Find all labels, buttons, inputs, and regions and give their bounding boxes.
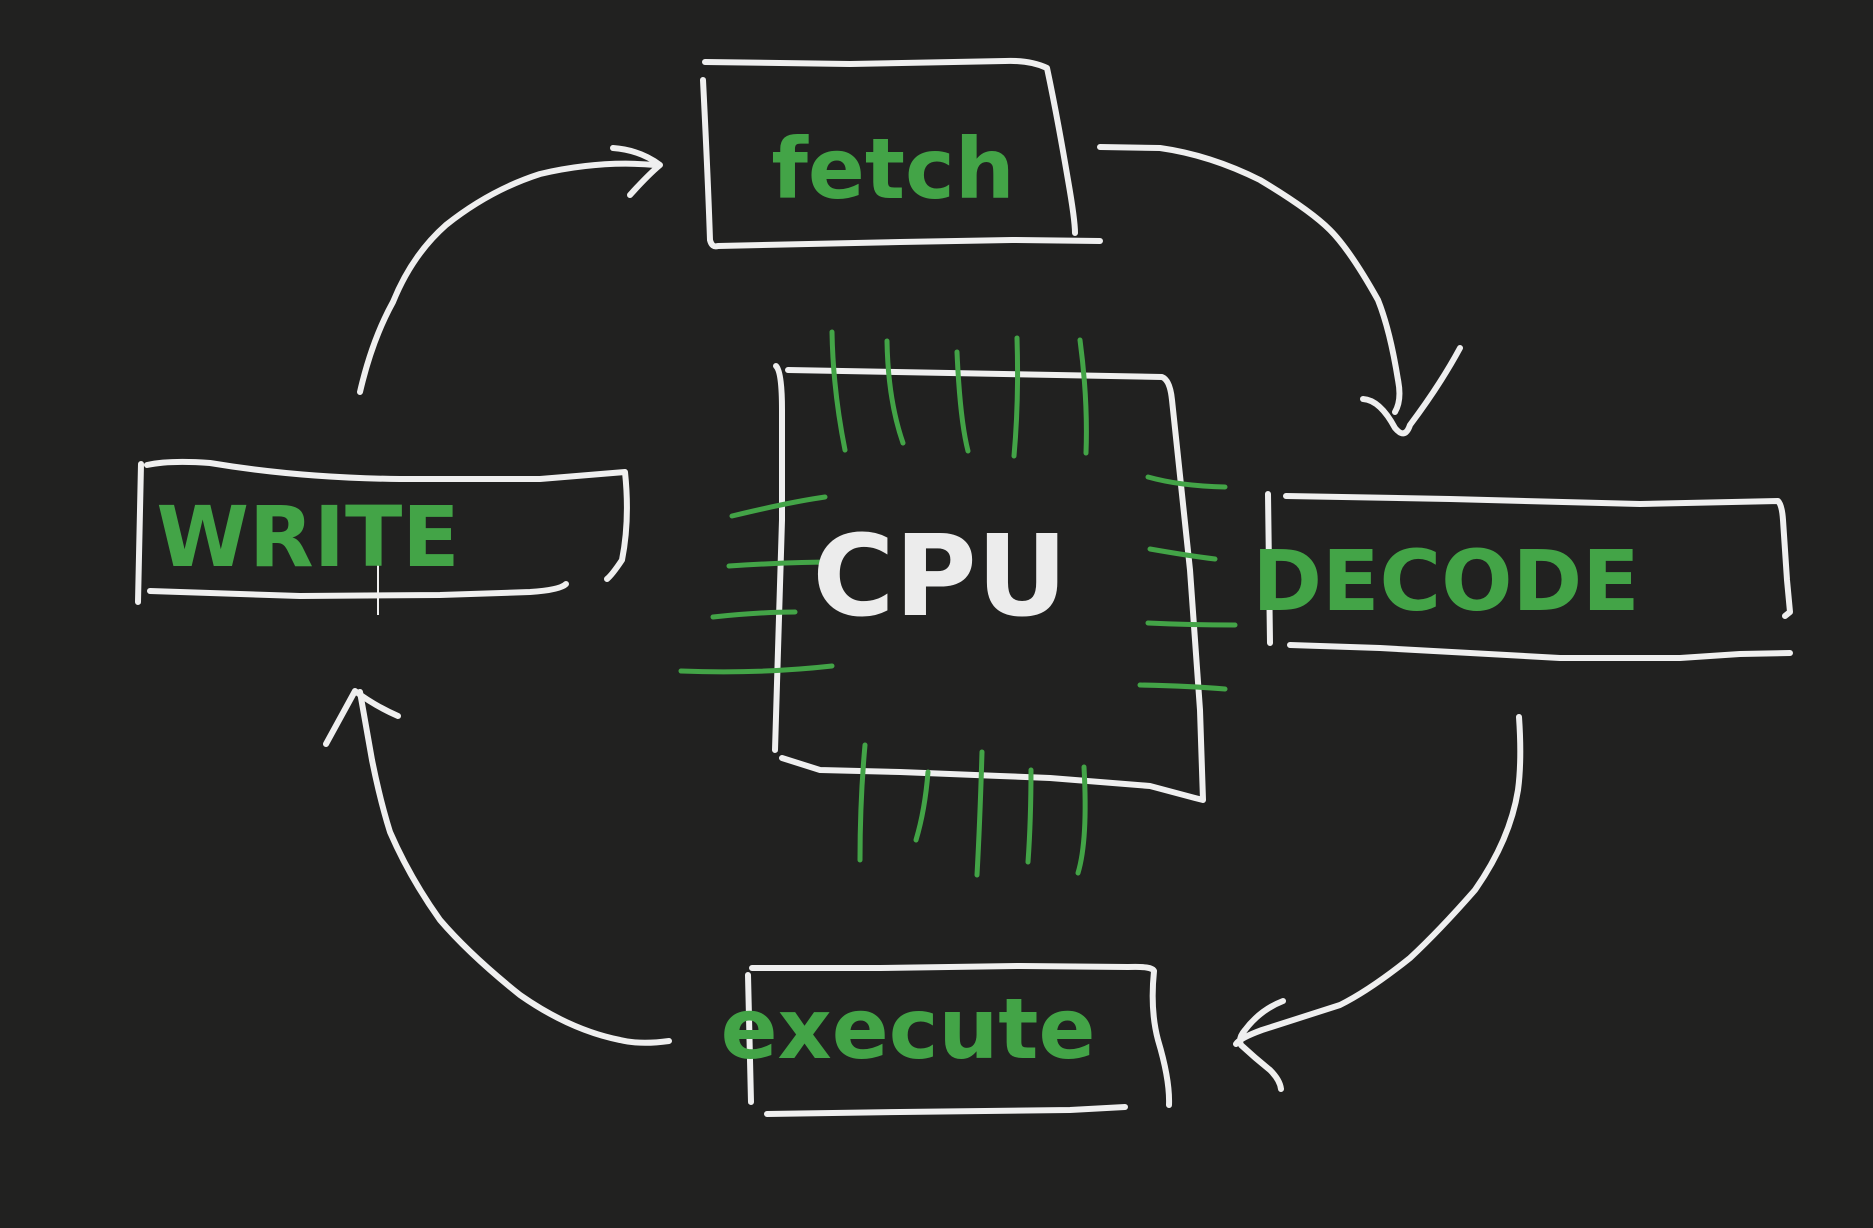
- cpu-pin: [1137, 682, 1228, 692]
- cpu-pins-left: [678, 494, 841, 675]
- stage-fetch-box: [700, 57, 1103, 250]
- arrow-execute-to-write-head: [323, 688, 401, 747]
- stage-decode-label: DECODE: [1252, 532, 1639, 630]
- cpu-pin: [954, 349, 971, 454]
- stage-write-box: [135, 458, 630, 605]
- cpu-pin: [1147, 546, 1218, 562]
- cpu-pin: [678, 663, 835, 675]
- cpu-pin: [710, 609, 798, 620]
- arrow-fetch-to-decode: [1097, 144, 1403, 415]
- stage-write: WRITE: [135, 458, 630, 615]
- stage-decode: DECODE: [1252, 491, 1793, 661]
- stage-fetch-label: fetch: [771, 120, 1014, 218]
- stage-decode-box: [1265, 491, 1793, 661]
- arrow-write-to-fetch: [357, 160, 658, 395]
- arrow-write-to-fetch-head: [610, 145, 663, 198]
- cpu-pin: [1145, 620, 1238, 628]
- cpu-pin: [1077, 337, 1089, 456]
- cpu-pin: [913, 769, 931, 843]
- cycle-arrows: [323, 144, 1524, 1092]
- stage-write-label: WRITE: [156, 488, 459, 586]
- cpu-pin: [884, 338, 906, 446]
- cpu-pin: [974, 749, 985, 878]
- stage-fetch: fetch: [700, 57, 1103, 250]
- arrow-decode-to-execute: [1233, 714, 1524, 1047]
- cpu-chip-outline: [772, 363, 1206, 803]
- cpu-pins-right: [1137, 474, 1238, 692]
- cpu-pins-bottom: [857, 742, 1088, 878]
- cpu-pin: [829, 329, 848, 453]
- cpu-chip: CPU: [678, 329, 1238, 878]
- cpu-pin: [1145, 474, 1228, 490]
- cpu-pin: [1011, 335, 1021, 459]
- cpu-pins-top: [829, 329, 1089, 459]
- cpu-pin: [729, 494, 828, 519]
- cpu-pin: [1075, 764, 1088, 876]
- stage-execute-label: execute: [721, 980, 1096, 1078]
- arrow-fetch-to-decode-head: [1360, 345, 1463, 437]
- arrow-decode-to-execute-head: [1237, 998, 1286, 1092]
- arrow-execute-to-write: [357, 689, 672, 1046]
- cpu-pin: [726, 559, 841, 569]
- stage-execute: execute: [721, 963, 1173, 1117]
- stage-execute-box: [745, 963, 1173, 1117]
- cpu-pin: [1025, 767, 1034, 865]
- cpu-label: CPU: [812, 512, 1067, 642]
- cpu-pin: [857, 742, 868, 863]
